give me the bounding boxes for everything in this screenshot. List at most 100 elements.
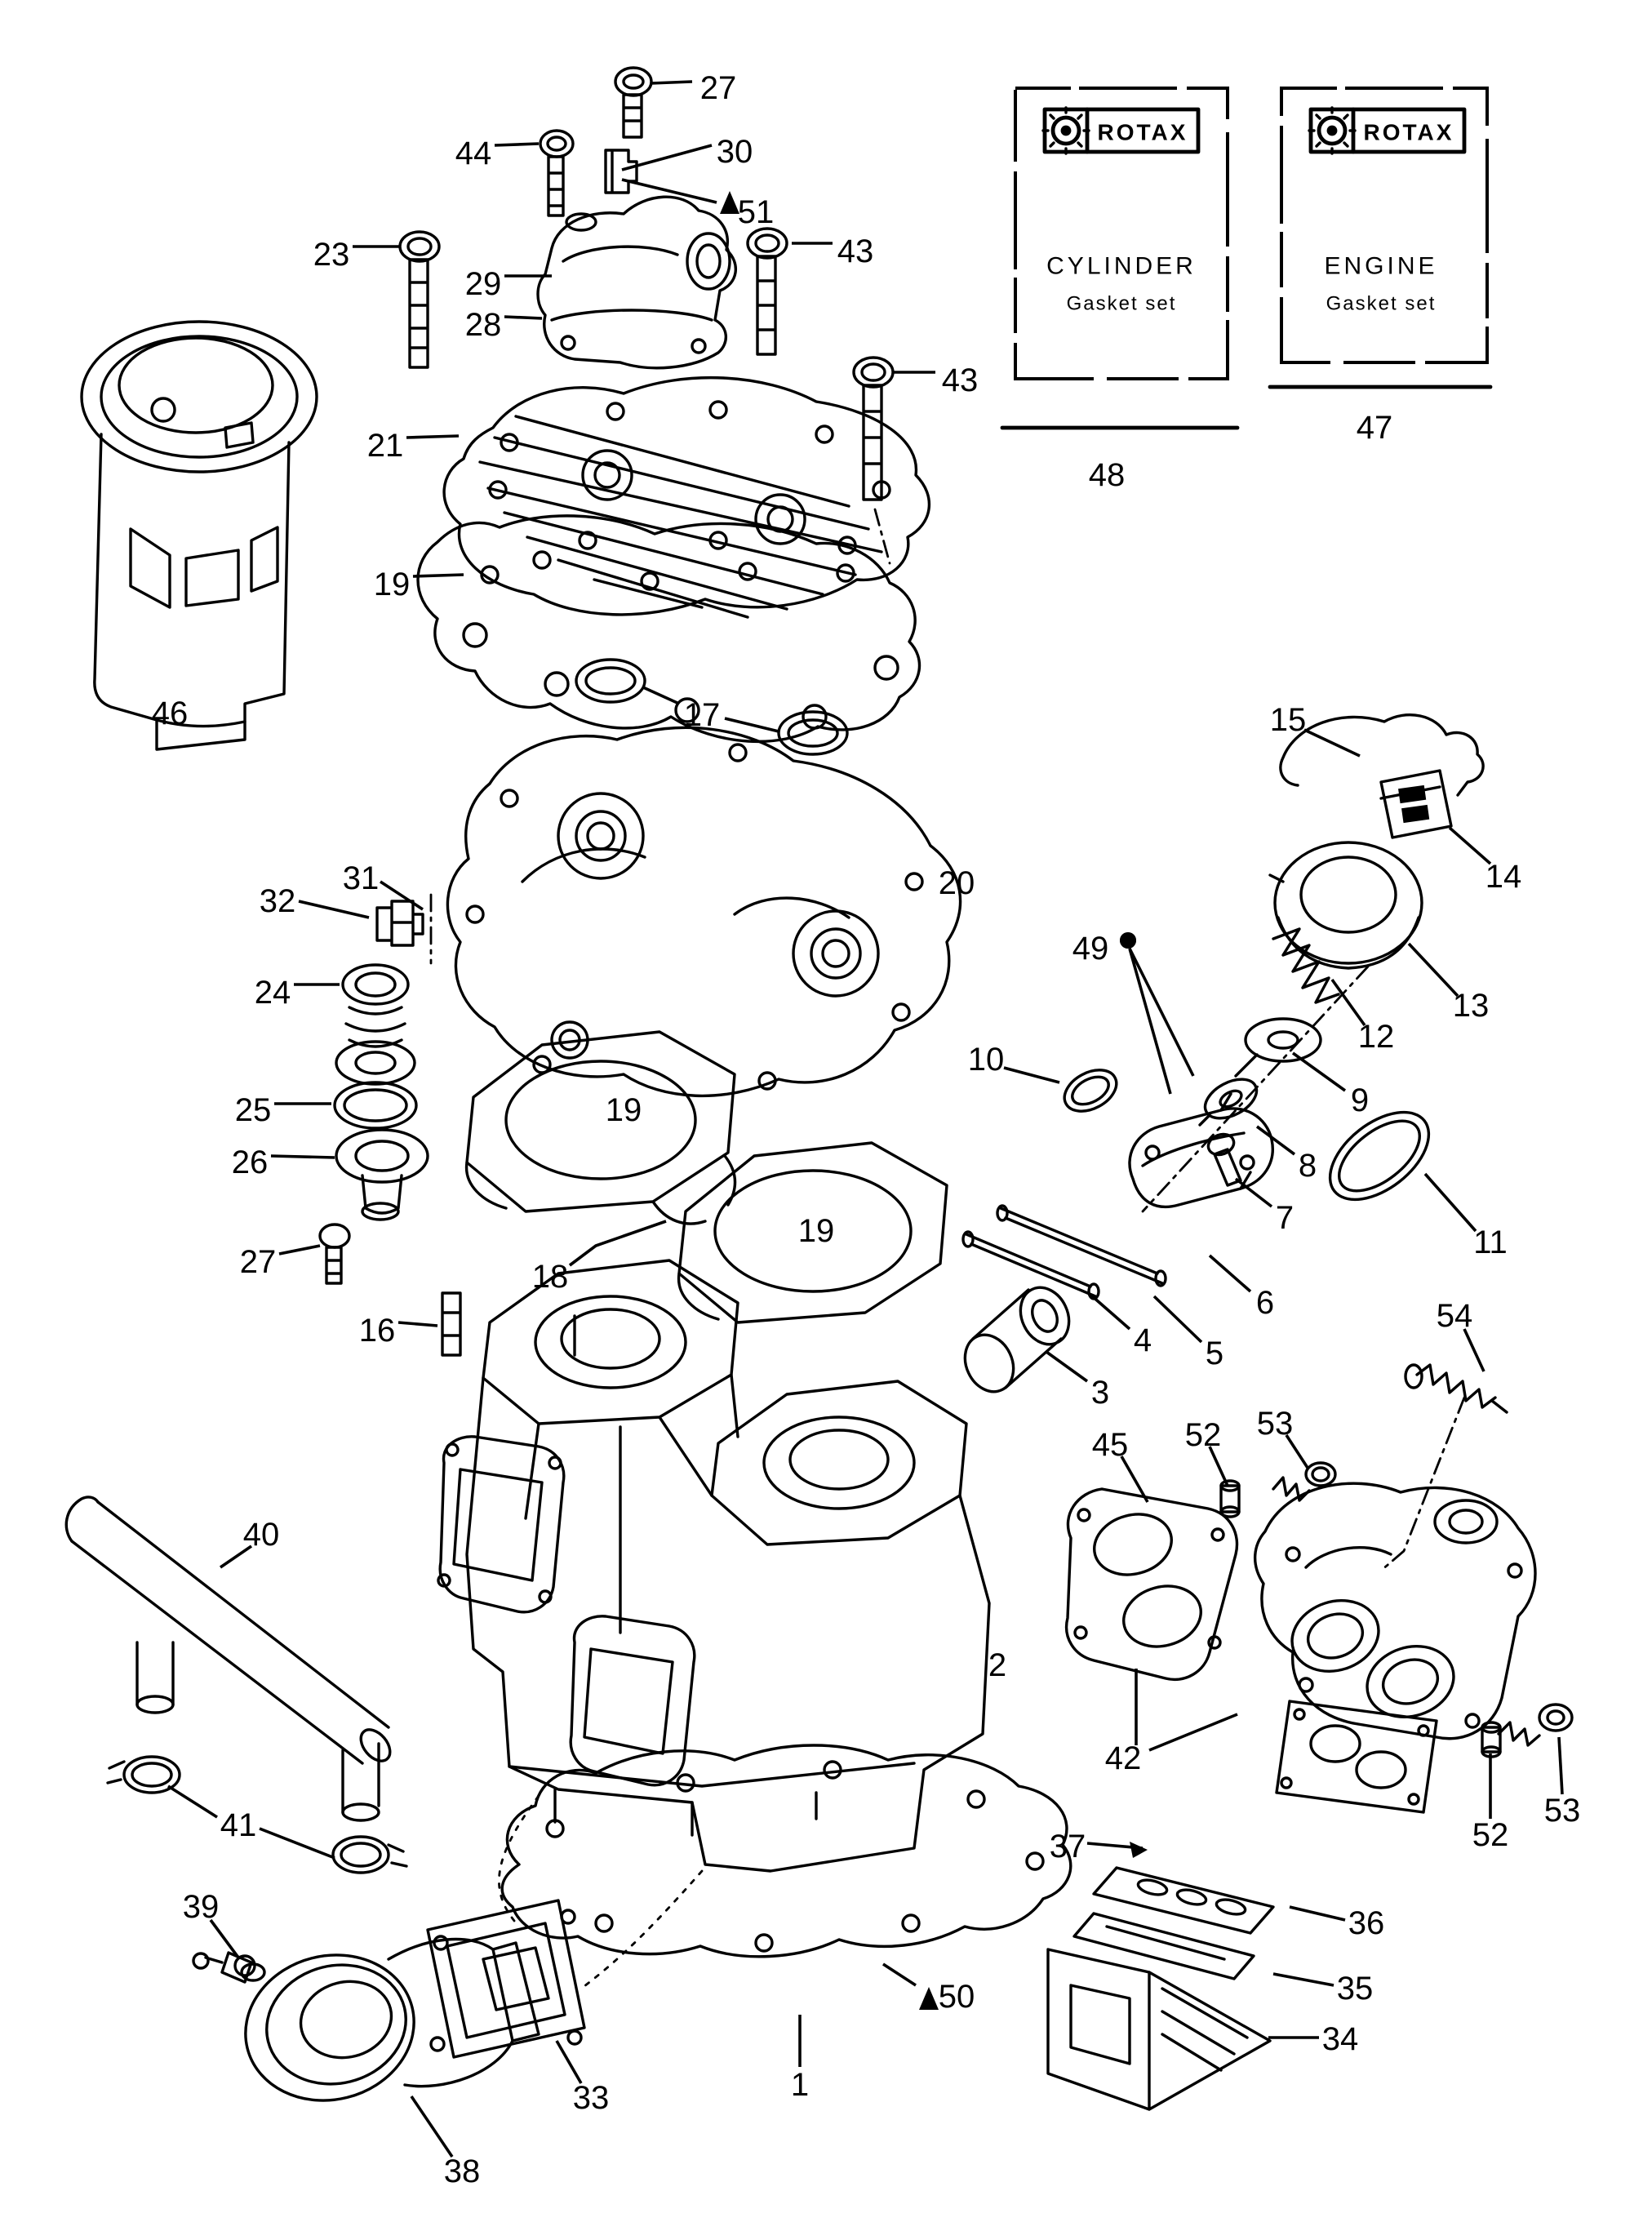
leader-line (209, 1918, 240, 1959)
part-number-label: 13 (1453, 988, 1490, 1024)
triangle-marker-icon (720, 191, 739, 214)
callout-52: 52 (1185, 1417, 1229, 1487)
part-2-cylinder-block (437, 1259, 991, 1990)
callout-30: 30 (621, 134, 753, 171)
leader-line (219, 1544, 253, 1569)
part-11-oring-large (1328, 1110, 1431, 1202)
rotax-gear-icon (1308, 106, 1357, 155)
callout-50: 50 (882, 1962, 975, 2015)
leader-line (278, 1244, 321, 1256)
leader-line (1291, 1051, 1347, 1092)
part-number-label: 37 (1050, 1829, 1086, 1864)
callout-29: 29 (465, 266, 552, 302)
callout-3: 3 (1045, 1350, 1109, 1411)
callout-53: 53 (1544, 1736, 1581, 1829)
part-44-bolt (539, 129, 575, 217)
callout-33: 33 (555, 2040, 610, 2116)
part-number-label: 35 (1337, 1971, 1374, 2007)
gasket-box-cylinder: ROTAX CYLINDER Gasket set 48 (1000, 87, 1240, 493)
callout-17: 17 (642, 686, 779, 733)
part-number-label: 21 (367, 428, 404, 464)
part-number-label: 19 (374, 567, 411, 602)
leader-line (1089, 1293, 1131, 1331)
callout-10: 10 (968, 1042, 1060, 1084)
part-number-label: 26 (232, 1144, 269, 1180)
part-10-oring-small (1063, 1069, 1118, 1113)
part-number-label: 53 (1544, 1793, 1581, 1829)
part-number-label: 5 (1206, 1336, 1223, 1371)
part-13-thermostat-cap (1268, 841, 1423, 970)
leader-line (270, 1154, 335, 1159)
part-26-seat (335, 1128, 429, 1221)
callout-23: 23 (313, 237, 400, 273)
part-9-valve-disc (1234, 1017, 1322, 1078)
part-number-label: 7 (1276, 1200, 1294, 1236)
callout-36: 36 (1289, 1905, 1384, 1941)
part-25-oring (333, 1081, 418, 1130)
part-15-retainer-clip (1279, 713, 1485, 797)
part-number-label: 17 (684, 697, 721, 733)
part-number-label: 33 (573, 2080, 610, 2116)
callout-1: 1 (791, 2015, 809, 2103)
callout-5: 5 (1152, 1295, 1223, 1371)
part-number-label: 43 (837, 233, 874, 269)
part-24-thermostat (335, 963, 416, 1086)
callout-43: 43 (893, 362, 978, 398)
leader-line (1448, 826, 1492, 865)
part-number-label: 32 (260, 883, 296, 919)
part-40-coolant-tube (64, 1496, 392, 1822)
callout-40: 40 (219, 1517, 279, 1569)
part-number-label: 19 (798, 1213, 835, 1249)
part-number-label: 52 (1185, 1417, 1222, 1453)
leader-line (1330, 978, 1366, 1027)
part-number-label: 27 (700, 70, 737, 106)
part-52-nut-lower (1481, 1721, 1502, 1758)
leader-line (410, 2095, 454, 2158)
leader-line (1272, 1972, 1334, 1987)
callout-19: 19 (606, 1092, 642, 1128)
part-12-spring (1272, 927, 1340, 1004)
leader-line (621, 144, 713, 171)
leader-line (642, 686, 680, 705)
callout-39: 39 (183, 1889, 240, 1959)
callout-24: 24 (255, 975, 340, 1011)
leader-line (1208, 1446, 1229, 1487)
part-number-label: 15 (1270, 702, 1307, 738)
part-14-insulator (1379, 769, 1453, 839)
callout-51: 51 (621, 178, 774, 230)
leader-line (1407, 942, 1459, 998)
callout-16: 16 (359, 1313, 438, 1349)
callout-12: 12 (1330, 978, 1395, 1055)
callout-6: 6 (1208, 1254, 1274, 1321)
callout-20: 20 (939, 865, 975, 901)
part-number-label: 54 (1437, 1298, 1473, 1334)
leader-line (1234, 1177, 1273, 1208)
part-21-cylinder-head (442, 376, 931, 619)
callout-2: 2 (988, 1647, 1006, 1683)
leader-line (397, 1321, 438, 1327)
leader-line (568, 1220, 667, 1267)
part-46-cylinder-sleeve (80, 320, 318, 751)
leader-line (1255, 1125, 1296, 1156)
part-number-label: 12 (1358, 1019, 1395, 1055)
part-number-label: 10 (968, 1042, 1005, 1078)
leader-line (406, 434, 460, 439)
leader-line (651, 80, 693, 85)
callout-53: 53 (1257, 1406, 1309, 1469)
part-35-reed-petals (1072, 1912, 1255, 1980)
part-number-label: 11 (1473, 1224, 1508, 1260)
dot-marker-icon (1120, 932, 1136, 949)
part-34-reed-block (1046, 1948, 1272, 2111)
part-number-label: 9 (1351, 1082, 1369, 1118)
part-number-label: 8 (1299, 1148, 1317, 1184)
callout-49: 49 (1072, 931, 1195, 1095)
part-33-adapter-flange (426, 1899, 586, 2059)
part-16-dowel-pin (441, 1291, 462, 1357)
part-number-label: 52 (1472, 1817, 1509, 1853)
callout-7: 7 (1234, 1177, 1294, 1236)
part-23-bolt (398, 230, 441, 369)
leader-line (1152, 1295, 1203, 1344)
callout-42: 42 (1105, 1669, 1238, 1776)
callout-18: 18 (532, 1220, 667, 1295)
